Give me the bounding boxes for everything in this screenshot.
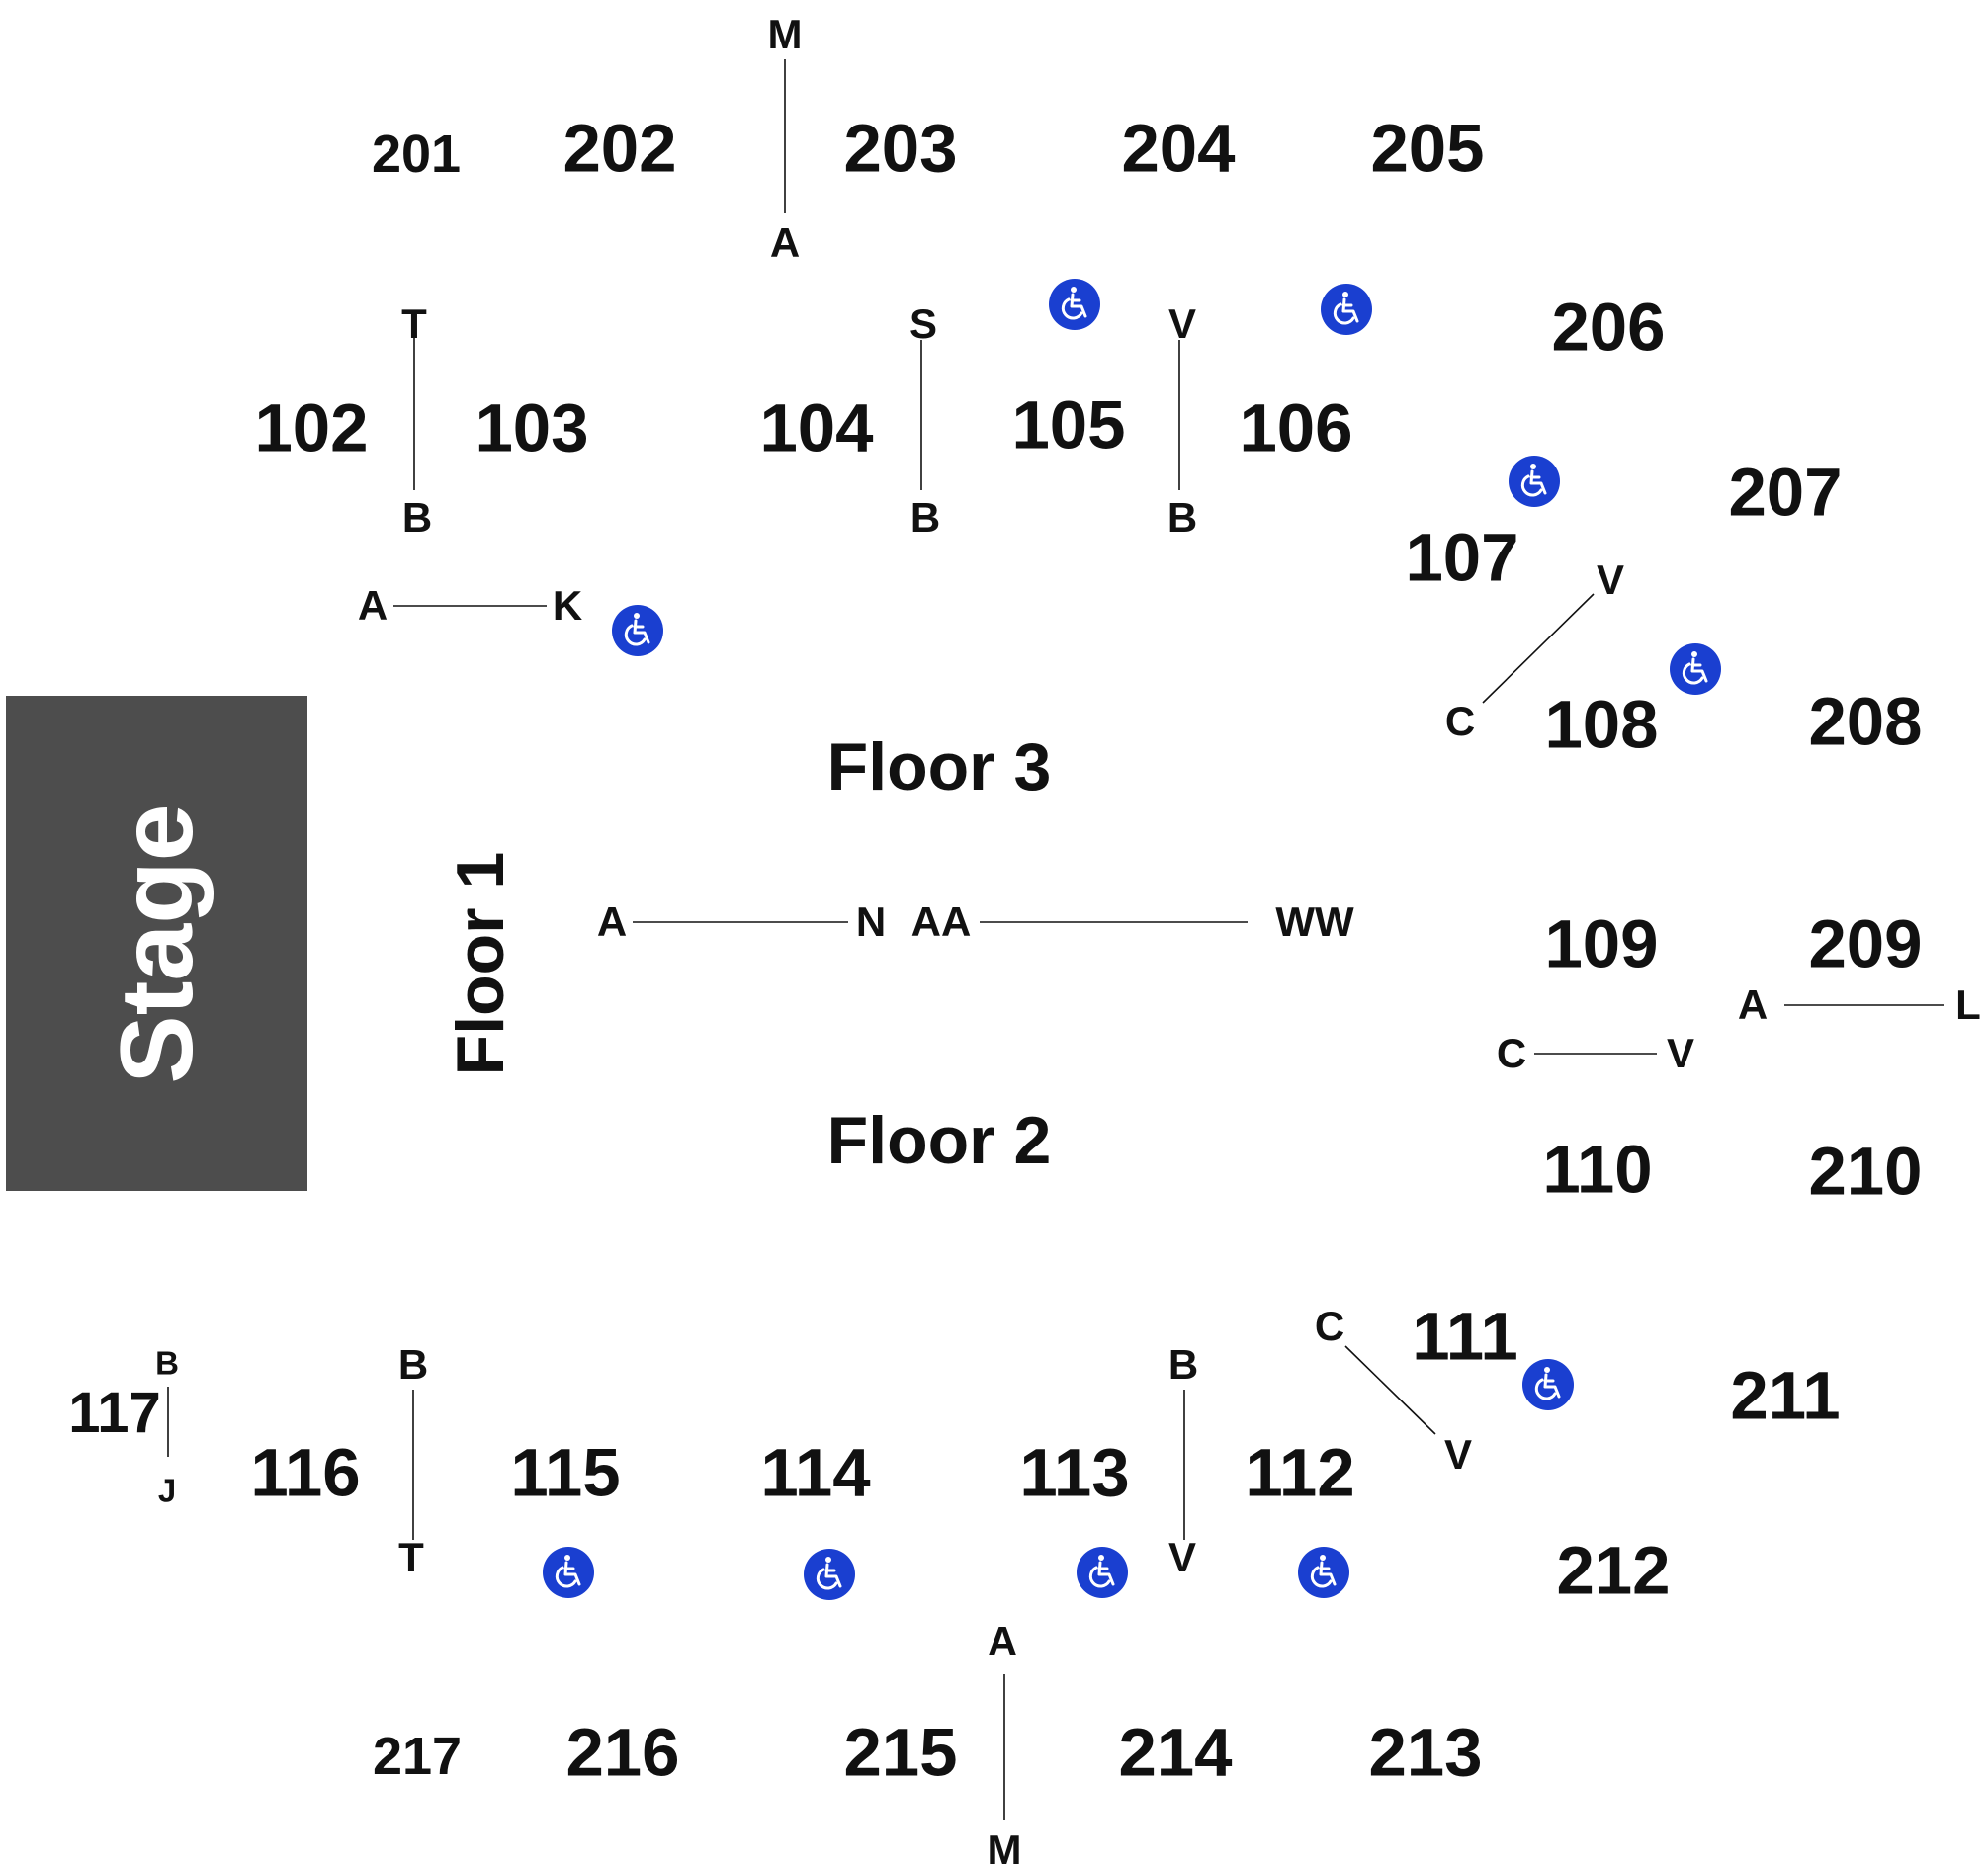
row-label-105-top: V xyxy=(1167,300,1197,347)
section-214[interactable]: 214 xyxy=(1118,1714,1233,1791)
stage-label: Stage xyxy=(99,803,215,1084)
section-112[interactable]: 112 xyxy=(1245,1434,1355,1511)
section-floor-1[interactable]: Floor 1 xyxy=(443,851,518,1076)
wheelchair-icon[interactable] xyxy=(1049,279,1100,330)
wheelchair-icon[interactable] xyxy=(543,1547,594,1598)
row-label-209-end: L xyxy=(1955,981,1981,1028)
row-label-stage-right: K xyxy=(552,582,583,629)
section-110[interactable]: 110 xyxy=(1542,1131,1653,1208)
section-216[interactable]: 216 xyxy=(565,1714,680,1791)
section-104[interactable]: 104 xyxy=(759,389,874,467)
section-211[interactable]: 211 xyxy=(1730,1357,1841,1434)
section-109[interactable]: 109 xyxy=(1544,905,1659,982)
section-103[interactable]: 103 xyxy=(475,389,589,467)
row-label-111-end: V xyxy=(1443,1431,1473,1478)
section-203[interactable]: 203 xyxy=(843,110,958,187)
section-107[interactable]: 107 xyxy=(1405,519,1519,596)
row-label-104-top: S xyxy=(908,300,938,347)
section-115[interactable]: 115 xyxy=(510,1434,621,1511)
row-label-floor-a: A xyxy=(596,898,628,945)
row-label-floor-aa: AA xyxy=(910,898,972,945)
section-106[interactable]: 106 xyxy=(1239,389,1353,467)
row-label-105-bottom: B xyxy=(1167,494,1198,541)
row-label-floor-ww: WW xyxy=(1275,898,1354,945)
section-floor-2[interactable]: Floor 2 xyxy=(826,1103,1052,1178)
section-105[interactable]: 105 xyxy=(1011,386,1126,464)
section-209[interactable]: 209 xyxy=(1808,905,1923,982)
section-204[interactable]: 204 xyxy=(1121,110,1236,187)
stage: Stage xyxy=(6,696,307,1191)
section-205[interactable]: 205 xyxy=(1370,110,1485,187)
row-label-117-bottom: J xyxy=(157,1472,177,1509)
row-label-floor-n: N xyxy=(855,898,887,945)
row-label-111-start: C xyxy=(1314,1303,1345,1349)
wheelchair-icon[interactable] xyxy=(1509,456,1560,507)
section-108[interactable]: 108 xyxy=(1544,686,1659,763)
section-117[interactable]: 117 xyxy=(68,1381,161,1445)
row-label-116-top: B xyxy=(397,1341,429,1388)
section-201[interactable]: 201 xyxy=(371,125,462,184)
section-207[interactable]: 207 xyxy=(1728,454,1843,531)
section-114[interactable]: 114 xyxy=(760,1434,871,1511)
row-label-117-top: B xyxy=(155,1344,179,1382)
row-label-102-top: T xyxy=(401,300,427,347)
wheelchair-icon[interactable] xyxy=(1670,643,1721,695)
section-202[interactable]: 202 xyxy=(562,110,677,187)
wheelchair-icon[interactable] xyxy=(612,605,663,656)
section-215[interactable]: 215 xyxy=(843,1714,958,1791)
section-217[interactable]: 217 xyxy=(372,1727,463,1786)
section-116[interactable]: 116 xyxy=(250,1434,361,1511)
row-label-215-top: A xyxy=(987,1618,1018,1664)
row-label-102-bottom: B xyxy=(401,494,433,541)
row-label-112-top: B xyxy=(1167,1341,1199,1388)
row-label-104-bottom: B xyxy=(909,494,941,541)
section-212[interactable]: 212 xyxy=(1556,1532,1671,1609)
row-label-116-bottom: T xyxy=(398,1534,424,1580)
section-210[interactable]: 210 xyxy=(1808,1133,1923,1210)
section-102[interactable]: 102 xyxy=(254,389,369,467)
row-label-203-bottom: A xyxy=(769,219,801,266)
wheelchair-icon[interactable] xyxy=(804,1549,855,1600)
section-213[interactable]: 213 xyxy=(1368,1714,1483,1791)
section-111[interactable]: 111 xyxy=(1412,1298,1518,1375)
row-label-stage-left: A xyxy=(357,582,389,629)
row-label-203-top: M xyxy=(767,11,803,57)
section-206[interactable]: 206 xyxy=(1551,289,1666,366)
row-label-109-end: V xyxy=(1666,1030,1695,1076)
row-label-107-start: C xyxy=(1444,698,1476,744)
wheelchair-icon[interactable] xyxy=(1298,1547,1349,1598)
section-floor-3[interactable]: Floor 3 xyxy=(826,729,1052,805)
section-113[interactable]: 113 xyxy=(1019,1434,1130,1511)
row-label-107-end: V xyxy=(1596,556,1625,603)
row-label-109-start: C xyxy=(1496,1030,1527,1076)
section-208[interactable]: 208 xyxy=(1808,683,1923,760)
wheelchair-icon[interactable] xyxy=(1522,1359,1574,1410)
wheelchair-icon[interactable] xyxy=(1077,1547,1128,1598)
wheelchair-icon[interactable] xyxy=(1321,284,1372,335)
row-label-215-bottom: M xyxy=(987,1826,1022,1867)
row-label-112-bottom: V xyxy=(1167,1534,1197,1580)
row-label-209-start: A xyxy=(1737,981,1769,1028)
